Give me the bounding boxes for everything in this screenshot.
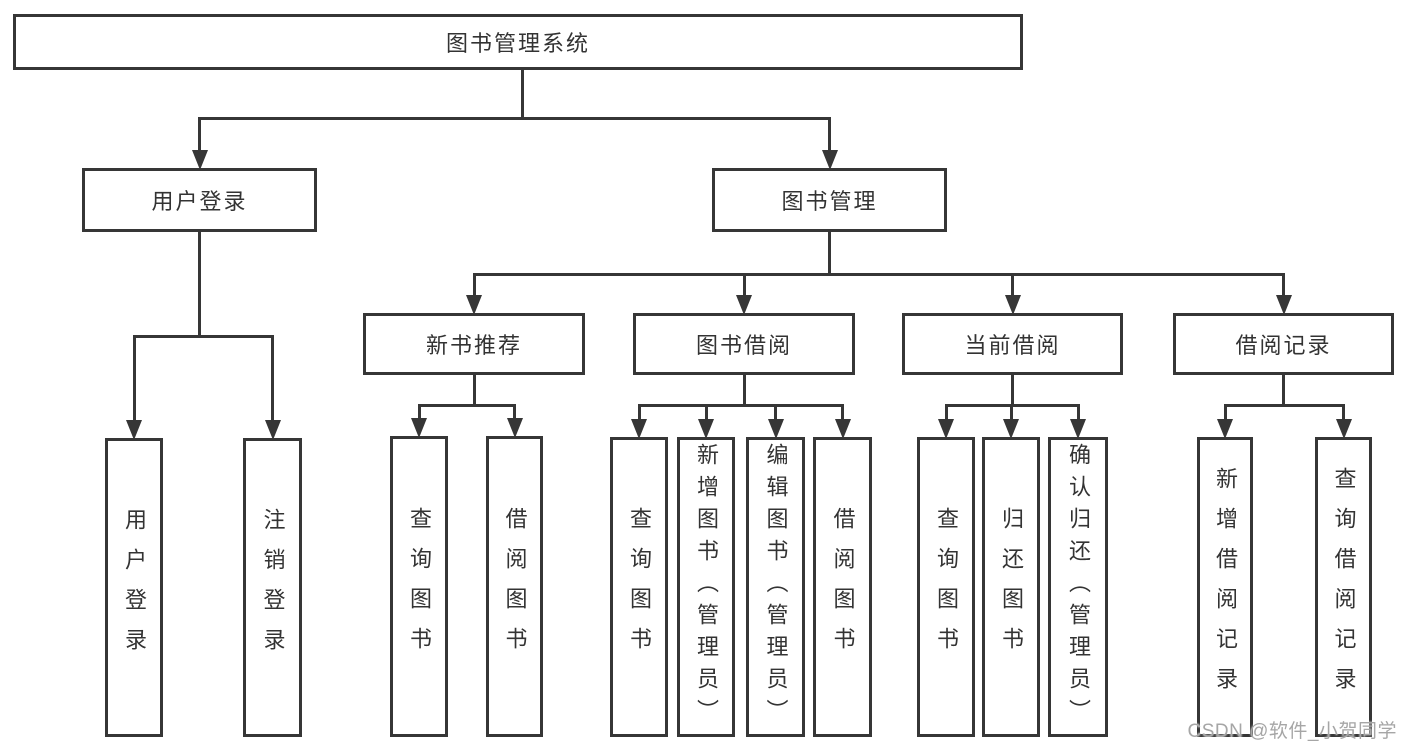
connector-line bbox=[1011, 375, 1014, 407]
connector-line bbox=[132, 335, 274, 338]
arrowhead-down-icon bbox=[834, 419, 851, 439]
connector-line bbox=[271, 335, 274, 420]
arrowhead-down-icon bbox=[1004, 295, 1021, 315]
arrowhead-down-icon bbox=[1070, 419, 1086, 439]
arrowhead-down-icon bbox=[1003, 419, 1019, 439]
connector-line bbox=[1223, 404, 1227, 419]
node-leaf-add-borrow-record: 新增借阅记录 bbox=[1197, 437, 1253, 737]
arrowhead-down-icon bbox=[506, 418, 523, 438]
node-leaf-confirm-return-admin: 确认归还（管理员） bbox=[1048, 437, 1108, 737]
connector-line bbox=[1282, 375, 1285, 407]
node-label: 当前借阅 bbox=[964, 333, 1061, 358]
node-label: 新增图书（管理员） bbox=[694, 443, 719, 731]
node-label: 图书管理 bbox=[781, 189, 878, 214]
connector-line bbox=[417, 404, 421, 418]
node-book-borrow: 图书借阅 bbox=[633, 313, 855, 375]
node-leaf-return-book: 归还图书 bbox=[982, 437, 1040, 737]
connector-line bbox=[742, 375, 746, 407]
node-leaf-add-book-admin: 新增图书（管理员） bbox=[677, 437, 735, 737]
node-label: 查询图书 bbox=[407, 506, 432, 667]
connector-line bbox=[841, 404, 844, 419]
node-label: 新增借阅记录 bbox=[1213, 467, 1238, 707]
connector-line bbox=[1009, 404, 1013, 419]
node-label: 查询图书 bbox=[934, 507, 959, 667]
connector-line bbox=[828, 117, 831, 150]
arrowhead-down-icon bbox=[698, 419, 714, 439]
node-root: 图书管理系统 bbox=[13, 14, 1023, 70]
connector-line bbox=[637, 404, 641, 419]
connector-line bbox=[828, 232, 831, 276]
connector-line bbox=[1282, 273, 1285, 295]
arrowhead-down-icon bbox=[411, 418, 427, 438]
arrowhead-down-icon bbox=[767, 419, 784, 439]
arrowhead-down-icon bbox=[126, 420, 142, 440]
node-borrow-records: 借阅记录 bbox=[1173, 313, 1394, 375]
node-label: 新书推荐 bbox=[425, 333, 522, 358]
arrowhead-down-icon bbox=[466, 295, 482, 315]
connector-line bbox=[198, 117, 831, 120]
node-new-book-recommend: 新书推荐 bbox=[363, 313, 585, 375]
connector-line bbox=[417, 404, 516, 407]
node-leaf-logout: 注销登录 bbox=[243, 438, 302, 737]
connector-line bbox=[1076, 404, 1080, 419]
arrowhead-down-icon bbox=[631, 419, 647, 439]
node-leaf-borrow-book-recommend: 借阅图书 bbox=[486, 436, 543, 737]
connector-line bbox=[1342, 404, 1345, 419]
connector-line bbox=[198, 117, 201, 150]
connector-line bbox=[520, 70, 524, 120]
node-leaf-query-book-borrow: 查询图书 bbox=[610, 437, 668, 737]
node-label: 图书管理系统 bbox=[445, 31, 590, 56]
node-label: 归还图书 bbox=[999, 507, 1024, 667]
node-label: 编辑图书（管理员） bbox=[763, 443, 789, 731]
node-user-login: 用户登录 bbox=[82, 168, 317, 232]
connector-line bbox=[132, 335, 136, 420]
node-label: 确认归还（管理员） bbox=[1066, 443, 1091, 731]
arrowhead-down-icon bbox=[1275, 295, 1292, 315]
connector-line bbox=[742, 273, 746, 295]
connector-line bbox=[513, 404, 516, 418]
arrowhead-down-icon bbox=[821, 150, 838, 170]
node-label: 用户登录 bbox=[151, 189, 248, 214]
arrowhead-down-icon bbox=[191, 150, 208, 170]
node-label: 借阅记录 bbox=[1235, 333, 1332, 358]
node-label: 查询图书 bbox=[627, 507, 652, 667]
connector-line bbox=[472, 273, 1285, 276]
node-leaf-query-book-recommend: 查询图书 bbox=[390, 436, 448, 737]
node-leaf-user-login: 用户登录 bbox=[105, 438, 163, 737]
connector-line bbox=[704, 404, 708, 419]
arrowhead-down-icon bbox=[1217, 419, 1233, 439]
connector-line bbox=[472, 273, 476, 295]
connector-line bbox=[1011, 273, 1014, 295]
node-leaf-query-book-current: 查询图书 bbox=[917, 437, 975, 737]
connector-line bbox=[198, 232, 201, 338]
node-current-borrow: 当前借阅 bbox=[902, 313, 1123, 375]
node-label: 借阅图书 bbox=[830, 507, 856, 667]
node-leaf-query-borrow-record: 查询借阅记录 bbox=[1315, 437, 1372, 737]
node-leaf-edit-book-admin: 编辑图书（管理员） bbox=[746, 437, 805, 737]
connector-line bbox=[944, 404, 948, 419]
node-leaf-borrow-book-borrow: 借阅图书 bbox=[813, 437, 872, 737]
connector-line bbox=[774, 404, 777, 419]
arrowhead-down-icon bbox=[938, 419, 954, 439]
csdn-watermark: CSDN @软件_小贺同学 bbox=[1187, 721, 1397, 742]
node-label: 注销登录 bbox=[260, 507, 286, 668]
connector-line bbox=[472, 375, 476, 407]
node-label: 用户登录 bbox=[122, 507, 147, 668]
node-label: 查询借阅记录 bbox=[1331, 467, 1357, 707]
arrowhead-down-icon bbox=[736, 295, 752, 315]
node-label: 借阅图书 bbox=[502, 506, 528, 667]
node-label: 图书借阅 bbox=[695, 333, 792, 358]
connector-line bbox=[1223, 404, 1345, 407]
arrowhead-down-icon bbox=[1335, 419, 1352, 439]
connector-line bbox=[637, 404, 844, 407]
node-book-management: 图书管理 bbox=[712, 168, 947, 232]
arrowhead-down-icon bbox=[264, 420, 281, 440]
